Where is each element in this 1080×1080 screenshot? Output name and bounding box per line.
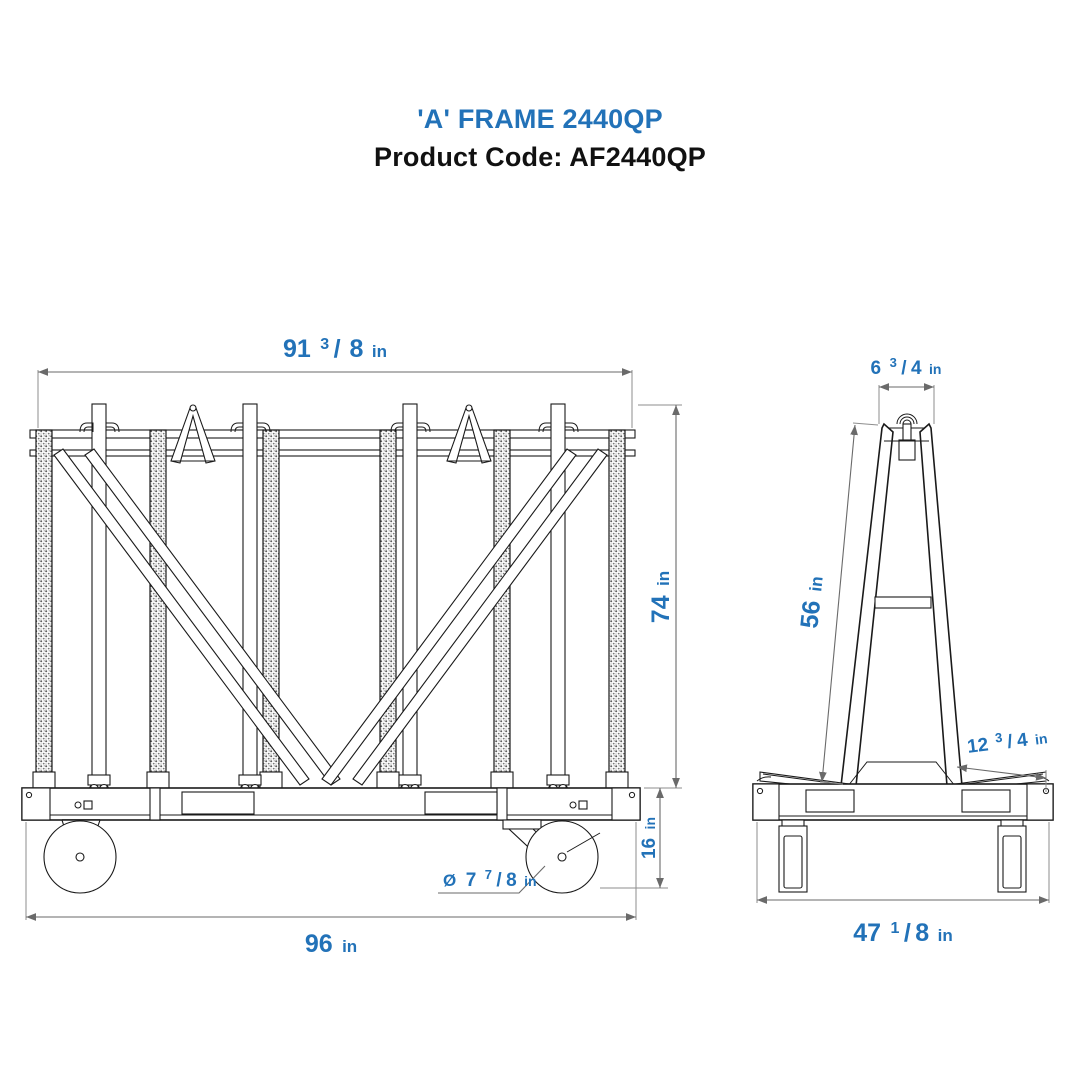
id-plate (961, 789, 1011, 813)
dimension-overall-height: 74 in (638, 404, 682, 789)
product-code: Product Code: AF2440QP (374, 142, 706, 172)
fitting-detail (569, 800, 588, 810)
svg-text:56 in: 56 in (795, 575, 828, 630)
svg-text:Ø 7 7: Ø 7 7 / 8 in (443, 866, 537, 891)
padded-upright (146, 429, 170, 791)
post-plain (242, 403, 258, 797)
title-block: 'A' FRAME 2440QP Product Code: AF2440QP (0, 104, 1080, 174)
id-plate (424, 791, 498, 815)
svg-text:6 3 /: 6 3 / 4 in (871, 354, 942, 379)
apex-fitting (884, 413, 929, 461)
side-caster-left (778, 819, 808, 893)
svg-text:16 in: 16 in (639, 817, 660, 859)
dimension-overall-base-length: 96 in (25, 822, 637, 958)
dimension-deck-height: 16 in (600, 787, 668, 889)
side-caster-right (997, 819, 1027, 893)
id-plate (805, 789, 855, 813)
caster-right (502, 819, 601, 894)
dimension-overall-depth: 47 1 / 8 in (756, 822, 1050, 947)
dimension-frame-slant-height: 56 in (795, 422, 879, 785)
id-plate (181, 791, 255, 815)
page-title: 'A' FRAME 2440QP (417, 104, 663, 134)
padded-upright (32, 429, 56, 791)
dimension-apex-width: 6 3 / 4 in (871, 354, 942, 424)
padded-upright (605, 429, 629, 791)
dimension-rail-offset: 12 3 / 4 in (956, 723, 1049, 792)
dimension-overall-top-width: 91 3 / ​ 8 in (37, 335, 633, 428)
front-base-beam (21, 787, 641, 821)
front-elevation-view: 91 3 / ​ 8 in 74 in (21, 335, 682, 958)
triangular-hanger (446, 404, 492, 464)
front-diagonal-braces (53, 448, 608, 786)
dimension-caster-diameter: Ø 7 7 / 8 in (438, 865, 546, 894)
svg-text:12 3 /: 12 3 / 4 in (966, 723, 1049, 758)
svg-text:47 1 /: 47 1 / 8 in (853, 919, 953, 947)
front-padded-uprights (32, 429, 629, 791)
front-top-rails (29, 429, 636, 457)
svg-text:96 in: 96 in (305, 930, 357, 958)
front-top-hooks (79, 422, 579, 433)
svg-text:74 in: 74 in (647, 571, 675, 623)
diameter-symbol: Ø (443, 871, 456, 890)
front-triangular-hangers (170, 404, 492, 464)
padded-upright (490, 429, 514, 791)
svg-text:91 3 /: 91 3 / ​ 8 in (283, 335, 387, 363)
dim-value-whole: 91 (283, 335, 311, 363)
post-plain (402, 403, 418, 797)
caster-left (43, 819, 117, 894)
triangular-hanger (170, 404, 216, 464)
side-elevation-view: 6 3 / 4 in 56 in (752, 354, 1054, 947)
side-base-beam (752, 776, 1054, 821)
side-a-frame (840, 413, 963, 787)
fitting-detail (74, 800, 93, 810)
